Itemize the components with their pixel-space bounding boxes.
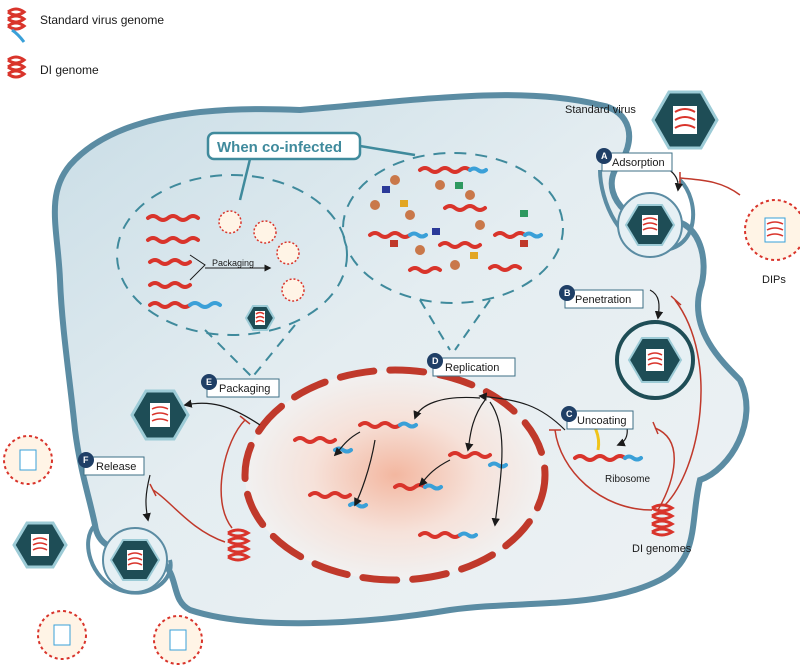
packaging-zoom-bubble [116, 174, 348, 336]
stage-b-letter: B [564, 288, 571, 298]
stage-e-label: Packaging [219, 383, 270, 395]
stage-a-label: Adsorption [612, 157, 665, 169]
stage-c-label: Uncoating [577, 415, 627, 427]
penetration-virus-particle [615, 320, 695, 400]
di-genomes-label: DI genomes [632, 543, 692, 555]
stage-f-label: Release [96, 461, 136, 473]
packaged-virus-particle [130, 389, 190, 441]
nuclear-arrows [333, 396, 503, 527]
di-genome-release-icon [227, 528, 251, 562]
legend-standard-genome-icon [7, 7, 27, 43]
replication-zoom-line-1 [419, 299, 451, 351]
legend: Standard virus genome DI genome [7, 7, 164, 79]
stage-f-letter: F [83, 455, 89, 465]
inhibition-lines [149, 172, 741, 543]
released-dip-3 [153, 615, 203, 665]
packaging-zoom-line-1 [204, 329, 256, 381]
stage-f: F Release [78, 452, 145, 476]
nucleus [245, 370, 545, 580]
replication-genomes [368, 166, 543, 274]
dip-particle [744, 199, 800, 261]
stage-b-label: Penetration [575, 294, 631, 306]
di-genome-cluster [651, 503, 675, 537]
replication-proteins [370, 175, 485, 270]
legend-di-genome-icon [7, 55, 27, 79]
packaging-arrow-label: Packaging [212, 258, 254, 268]
nucleus-membrane [241, 366, 549, 584]
packaging-arrow-bracket [189, 254, 206, 281]
packaged-virion-mini [244, 305, 276, 331]
stage-c-letter: C [566, 409, 573, 419]
stage-d-label: Replication [445, 362, 499, 374]
releasing-virus-particle [102, 527, 168, 593]
stage-d: D Replication [427, 353, 516, 377]
standard-virus-label: Standard virus [565, 104, 636, 116]
title-connector-right [359, 144, 416, 157]
title-connector-left [238, 158, 252, 201]
title: When co-infected [217, 139, 342, 156]
ribosome-label: Ribosome [605, 474, 650, 485]
released-dip-2 [37, 610, 87, 660]
legend-di-genome-label: DI genome [40, 63, 99, 77]
dip-particles-in-bubble [218, 210, 305, 302]
stage-d-letter: D [432, 356, 439, 366]
replication-polymerases [382, 182, 528, 259]
stage-e-letter: E [206, 377, 212, 387]
stage-c: C Uncoating [561, 406, 634, 430]
dips-label: DIPs [762, 274, 786, 286]
packaging-genomes [146, 214, 222, 309]
adsorbed-virus-particle [617, 192, 683, 258]
stage-a-letter: A [601, 151, 608, 161]
stage-b: B Penetration [559, 285, 644, 309]
packaging-zoom-line-2 [249, 324, 296, 381]
released-dip-1 [3, 435, 53, 485]
stage-e: E Packaging [201, 374, 280, 398]
released-virus-particle [12, 521, 68, 569]
uncoating-genome [573, 454, 643, 462]
replication-zoom-bubble [342, 152, 564, 304]
release-bud [86, 523, 173, 595]
stage-a: A Adsorption [596, 148, 673, 172]
standard-virus-particle [651, 90, 719, 150]
legend-standard-genome-label: Standard virus genome [40, 13, 164, 27]
